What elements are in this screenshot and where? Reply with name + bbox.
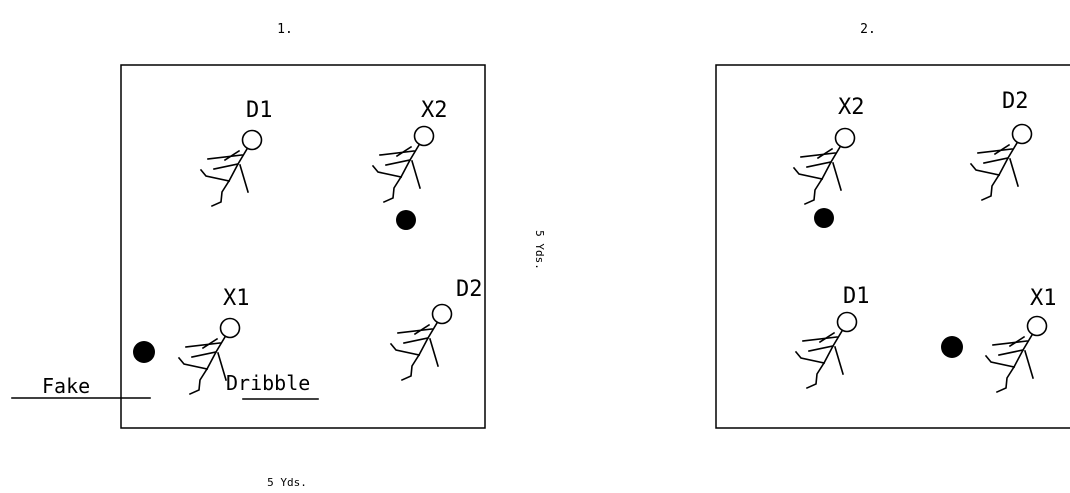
ball-icon xyxy=(941,336,963,358)
panel-number: 2. xyxy=(860,22,876,37)
player-figure xyxy=(390,303,453,381)
player-d1: D1 xyxy=(795,284,870,389)
ball-icon xyxy=(133,341,155,363)
player-d1: D1 xyxy=(200,98,273,207)
player-label: X2 xyxy=(421,98,448,123)
player-x1: X1 xyxy=(133,286,250,395)
player-figure xyxy=(372,125,435,203)
player-label: D2 xyxy=(1002,89,1029,114)
player-label: D1 xyxy=(246,98,273,123)
field-square xyxy=(120,64,486,429)
player-d2: D2 xyxy=(390,277,483,381)
player-label: X1 xyxy=(223,286,250,311)
player-x2: X2 xyxy=(372,98,448,230)
panel-number: 1. xyxy=(277,22,293,37)
dribble-move: Dribble xyxy=(226,371,319,400)
player-figure xyxy=(985,315,1048,393)
height-label: 5 Yds. xyxy=(533,230,546,270)
player-label: X1 xyxy=(1030,286,1057,311)
panel-2: 2. X2 D2 D1 X1 xyxy=(715,22,1070,429)
player-figure xyxy=(793,127,856,205)
ball-icon xyxy=(396,210,416,230)
player-x2: X2 xyxy=(793,95,865,228)
player-figure xyxy=(795,311,858,389)
player-figure xyxy=(200,129,263,207)
player-x1: X1 xyxy=(941,286,1057,393)
player-label: X2 xyxy=(838,95,865,120)
field-square xyxy=(715,64,1070,429)
player-label: D1 xyxy=(843,284,870,309)
player-label: D2 xyxy=(456,277,483,302)
player-d2: D2 xyxy=(970,89,1033,201)
ball-icon xyxy=(814,208,834,228)
width-label: 5 Yds. xyxy=(267,476,307,489)
panel-1: 1. D1 X2 X1 D2 Fake xyxy=(11,22,486,489)
dribble-label: Dribble xyxy=(226,371,310,395)
fake-label: Fake xyxy=(42,374,90,398)
fake-move: Fake xyxy=(11,374,151,399)
player-figure xyxy=(970,123,1033,201)
